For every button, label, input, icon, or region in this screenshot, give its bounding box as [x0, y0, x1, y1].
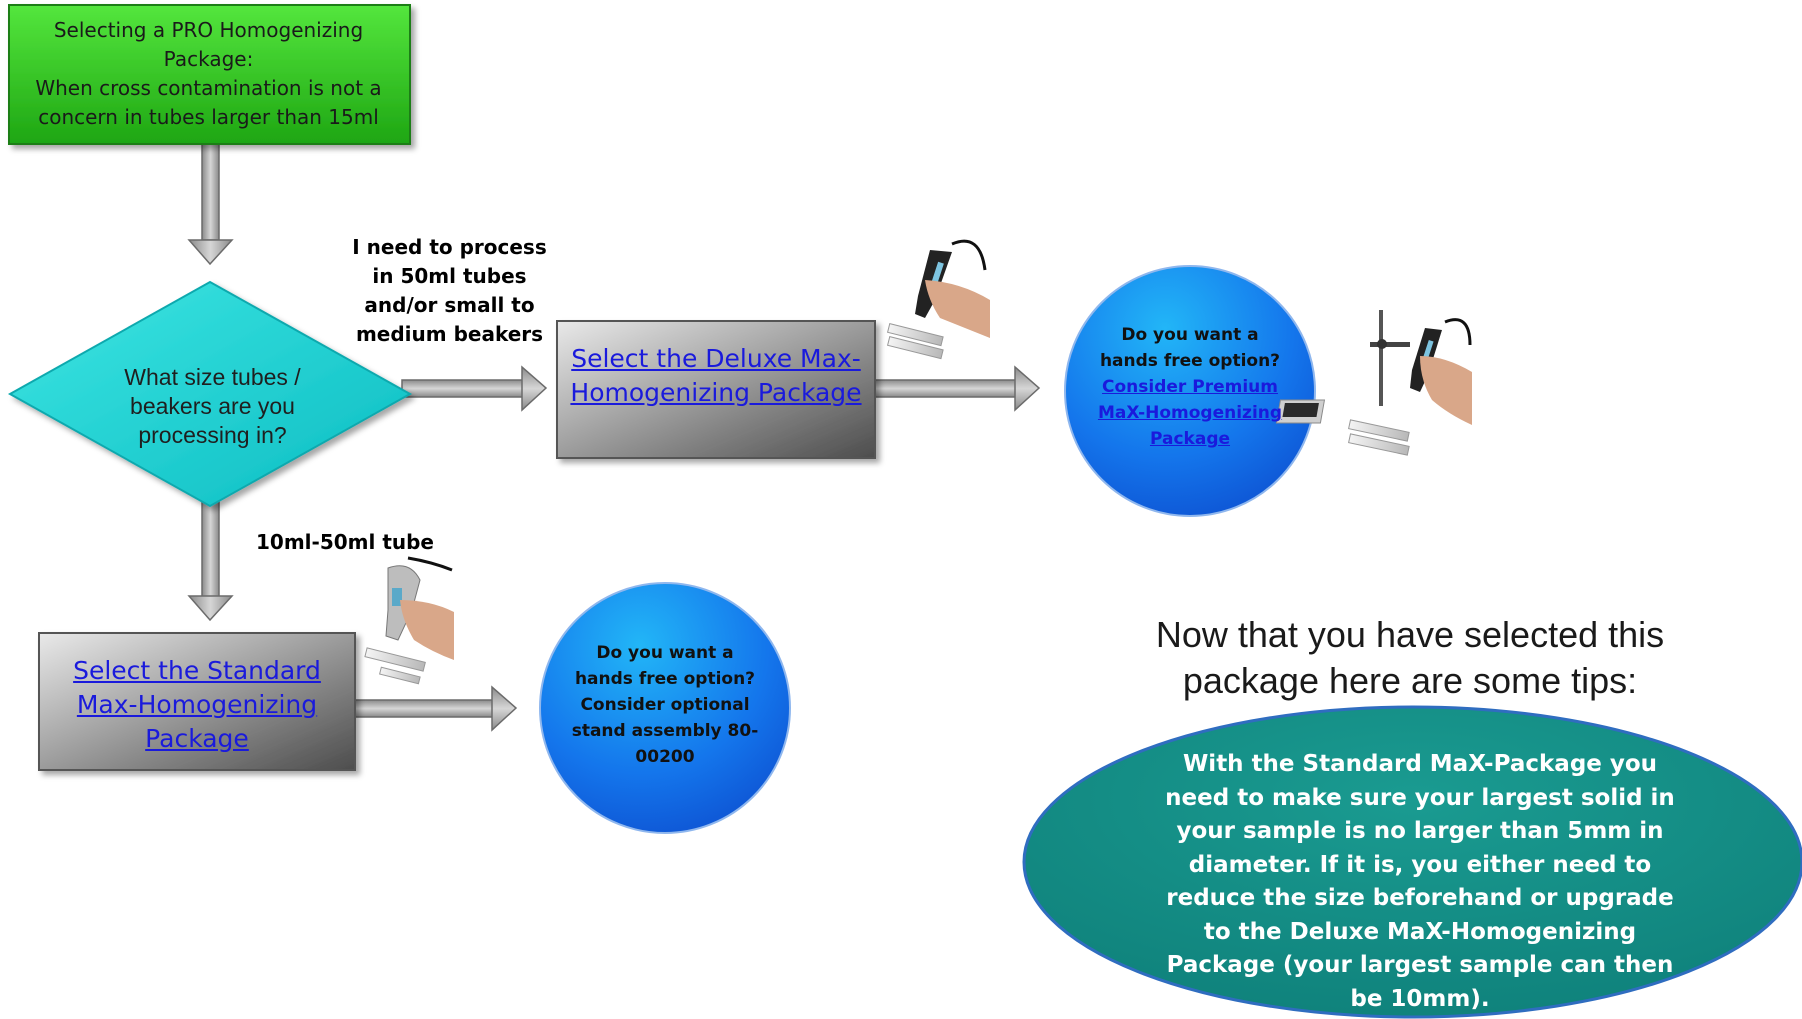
premium-package-link[interactable]: Consider Premium MaX-Homogenizing Packag… — [1097, 377, 1283, 449]
start-box — [8, 4, 411, 145]
tips-body: With the Standard MaX-Package you need t… — [1165, 751, 1675, 1012]
arrow-standard-to-stand — [354, 685, 518, 732]
deluxe-box — [556, 320, 876, 459]
arrow-deluxe-to-premium — [873, 365, 1041, 412]
homogenizer-standard-icon — [364, 556, 454, 685]
standard-box — [38, 632, 356, 771]
deluxe-box-label: Select the Deluxe Max-Homogenizing Packa… — [567, 342, 865, 410]
decision-label: What size tubes / beakers are you proces… — [124, 364, 301, 448]
edge-label-right: I need to process in 50ml tubes and/or s… — [352, 235, 547, 346]
arrow-decision-to-standard — [187, 499, 234, 622]
stand-circle — [539, 582, 791, 834]
tips-title: Now that you have selected this package … — [1155, 614, 1665, 701]
edge-label-down: 10ml-50ml tube — [256, 530, 434, 554]
deluxe-package-link[interactable]: Select the Deluxe Max-Homogenizing Packa… — [570, 344, 862, 407]
homogenizer-stand-icon — [1275, 310, 1472, 456]
start-box-label: Selecting a PRO Homogenizing Package: Wh… — [35, 18, 382, 129]
arrow-decision-to-deluxe — [401, 365, 548, 412]
premium-circle — [1064, 265, 1316, 517]
decision-diamond — [7, 280, 413, 508]
standard-package-link[interactable]: Select the Standard Max-Homogenizing Pac… — [73, 656, 321, 753]
homogenizer-handheld-icon — [886, 239, 990, 360]
tips-ellipse — [1022, 705, 1802, 1019]
standard-box-label: Select the Standard Max-Homogenizing Pac… — [58, 654, 336, 756]
stand-circle-label: Do you want a hands free option? Conside… — [571, 643, 759, 767]
arrow-start-to-decision — [187, 143, 234, 266]
premium-circle-label: Do you want a hands free option? Conside… — [1095, 322, 1285, 452]
premium-question: Do you want a hands free option? — [1099, 325, 1281, 371]
